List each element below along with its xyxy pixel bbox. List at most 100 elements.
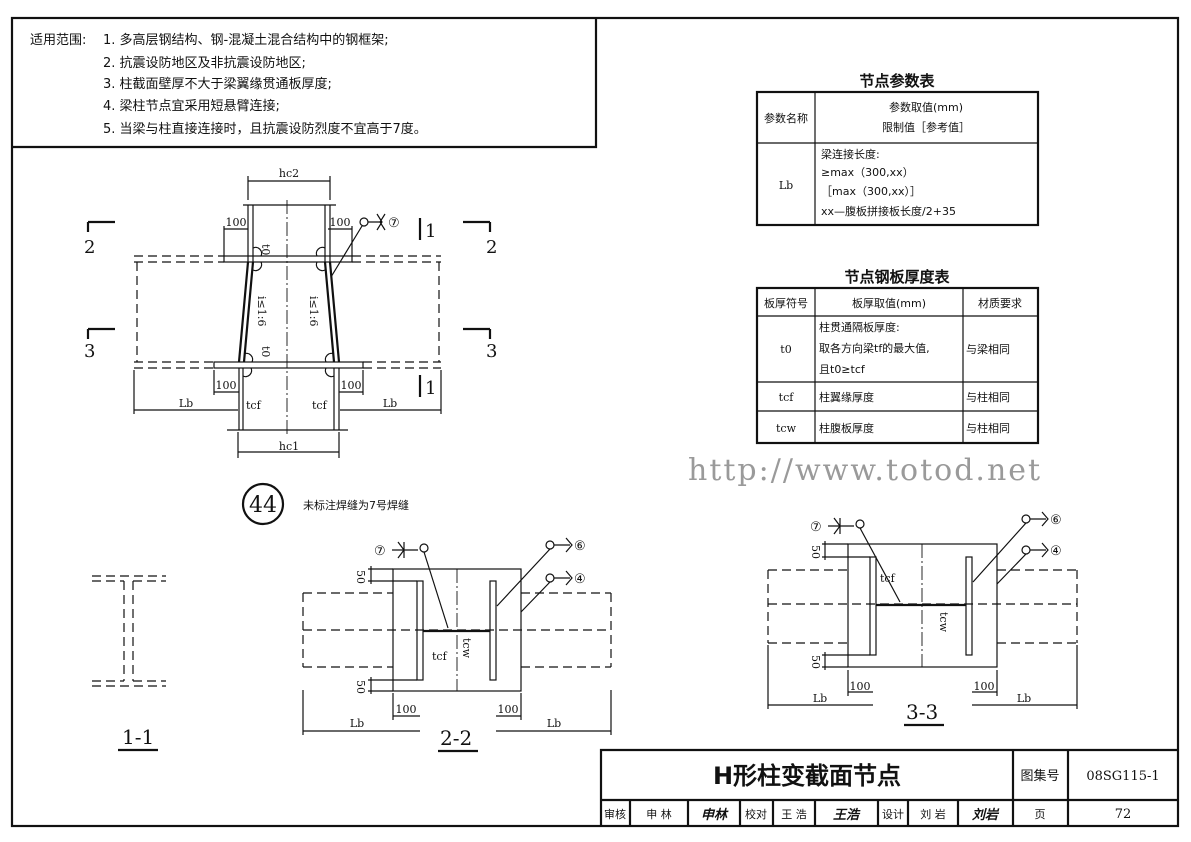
- dim-lb: Lb: [547, 717, 561, 730]
- watermark: http://www.totod.net: [688, 453, 1042, 488]
- scope-note: 适用范围: 1. 多高层钢结构、钢-混凝土混合结构中的钢框架; 2. 抗震设防地…: [12, 18, 598, 149]
- dim-hc1: hc1: [279, 440, 299, 453]
- section-label: 2-2: [440, 726, 472, 750]
- dim-50: 50: [354, 570, 367, 584]
- dim-lb: Lb: [383, 397, 397, 410]
- section-label: 1-1: [122, 725, 154, 749]
- dim-lb: Lb: [813, 692, 827, 705]
- checker-signature: 王浩: [833, 807, 861, 823]
- header-cell: 参数取值(mm): [889, 100, 963, 114]
- param-table: 节点参数表 参数名称 参数取值(mm) 限制值［参考值］ Lb 梁连接长度: ≥…: [755, 72, 1040, 227]
- section-3-3: tcf tcw 50 50 100 100 Lb Lb 3-3 ⑦ ⑥ ④: [767, 511, 1078, 727]
- page-number: 72: [1115, 807, 1132, 822]
- plate-value-line: 且t0≥tcf: [819, 363, 866, 376]
- plate-symbol: t0: [780, 343, 791, 356]
- param-value-line: ≥max（300,xx）: [821, 166, 914, 179]
- dim-50: 50: [809, 655, 822, 669]
- weld-note: 未标注焊缝为7号焊缝: [303, 498, 409, 512]
- scope-label: 适用范围:: [30, 33, 86, 48]
- section-2-2: tcf tcw 50 50 100 100 Lb Lb 2-2 ⑦ ⑥ ④: [302, 537, 612, 753]
- dim-lb: Lb: [350, 717, 364, 730]
- reviewer-name: 申 林: [646, 807, 672, 821]
- section-mark-1: 1: [425, 221, 436, 242]
- node-number: 44: [249, 493, 277, 518]
- weld-symbol-7: ⑦: [388, 216, 400, 231]
- weld-symbol-6: ⑥: [1050, 513, 1062, 528]
- weld-symbol-4: ④: [1050, 544, 1062, 559]
- check-label: 校对: [745, 807, 767, 821]
- label-slope: i≤1:6: [255, 296, 268, 326]
- plate-table: 节点钢板厚度表 板厚符号 板厚取值(mm) 材质要求 t0 柱贯通隔板厚度: 取…: [755, 268, 1040, 445]
- header-cell: 板厚取值(mm): [852, 296, 926, 310]
- dim-lb: Lb: [1017, 692, 1031, 705]
- scope-item: 2. 抗震设防地区及非抗震设防地区;: [103, 55, 306, 71]
- dim-lb: Lb: [179, 397, 193, 410]
- scope-item: 1. 多高层钢结构、钢-混凝土混合结构中的钢框架;: [103, 32, 389, 48]
- dim-100: 100: [216, 379, 237, 392]
- section-mark-2: 2: [486, 237, 497, 258]
- dim-50: 50: [809, 545, 822, 559]
- review-label: 审核: [604, 807, 626, 821]
- param-value-line: xx—腹板拼接板长度/2+35: [821, 204, 956, 218]
- dim-100: 100: [341, 379, 362, 392]
- label-t0: t0: [259, 346, 272, 357]
- dim-100: 100: [974, 680, 995, 693]
- header-cell: 限制值［参考值］: [882, 120, 970, 134]
- dim-100: 100: [330, 216, 351, 229]
- dim-100: 100: [396, 703, 417, 716]
- plate-value-line: 柱贯通隔板厚度:: [819, 320, 900, 334]
- section-label: 3-3: [906, 700, 938, 724]
- dim-100: 100: [850, 680, 871, 693]
- section-mark-3: 3: [84, 341, 95, 362]
- atlas-label: 图集号: [1020, 768, 1059, 784]
- section-mark-2: 2: [84, 237, 95, 258]
- node-number-circle: [241, 482, 285, 526]
- plate-table-title: 节点钢板厚度表: [844, 268, 950, 286]
- page-label: 页: [1035, 808, 1046, 821]
- header-cell: 参数名称: [764, 111, 808, 125]
- dim-hc2: hc2: [279, 167, 299, 180]
- plate-material: 与柱相同: [966, 421, 1010, 435]
- section-mark-1: 1: [425, 378, 436, 399]
- scope-item: 3. 柱截面壁厚不大于梁翼缘贯通板厚度;: [103, 76, 332, 92]
- dim-100: 100: [226, 216, 247, 229]
- param-name: Lb: [779, 179, 793, 192]
- label-tcw: tcw: [937, 612, 950, 633]
- designer-signature: 刘岩: [972, 807, 1000, 823]
- scope-item: 5. 当梁与柱直接连接时，且抗震设防烈度不宜高于7度。: [103, 121, 427, 137]
- dim-100: 100: [498, 703, 519, 716]
- elevation-view: hc2 hc1 Lb Lb 100 100 100 100 tcf tcf t0…: [84, 167, 497, 458]
- plate-value-line: 柱腹板厚度: [819, 421, 874, 435]
- drawing-title: H形柱变截面节点: [713, 762, 901, 790]
- label-tcf: tcf: [246, 399, 262, 412]
- plate-material: 与柱相同: [966, 390, 1010, 404]
- param-value-line: ［max（300,xx）］: [821, 185, 921, 198]
- label-tcf: tcf: [432, 650, 448, 663]
- plate-value-line: 取各方向梁tf的最大值,: [819, 341, 930, 355]
- param-value-line: 梁连接长度:: [821, 147, 880, 161]
- dim-50: 50: [354, 680, 367, 694]
- label-tcf: tcf: [312, 399, 328, 412]
- weld-symbol-6: ⑥: [574, 539, 586, 554]
- weld-symbol-4: ④: [574, 572, 586, 587]
- param-table-title: 节点参数表: [859, 72, 935, 90]
- reviewer-signature: 申林: [701, 807, 729, 823]
- section-mark-3: 3: [486, 341, 497, 362]
- title-block: H形柱变截面节点 图集号 08SG115-1 审核 申 林 申林 校对 王 浩 …: [599, 748, 1178, 826]
- section-1-1: 1-1: [92, 575, 166, 752]
- label-tcw: tcw: [460, 638, 473, 659]
- atlas-number: 08SG115-1: [1086, 769, 1159, 784]
- weld-symbol-7: ⑦: [810, 520, 822, 535]
- design-label: 设计: [882, 808, 904, 821]
- label-t0: t0: [259, 244, 272, 255]
- label-slope: i≤1:6: [307, 296, 320, 326]
- checker-name: 王 浩: [781, 808, 807, 821]
- header-cell: 材质要求: [978, 296, 1022, 310]
- scope-item: 4. 梁柱节点宜采用短悬臂连接;: [103, 98, 280, 114]
- header-cell: 板厚符号: [764, 296, 808, 310]
- plate-symbol: tcf: [779, 391, 795, 404]
- plate-material: 与梁相同: [966, 342, 1010, 356]
- weld-symbol-7: ⑦: [374, 544, 386, 559]
- plate-value-line: 柱翼缘厚度: [819, 390, 874, 404]
